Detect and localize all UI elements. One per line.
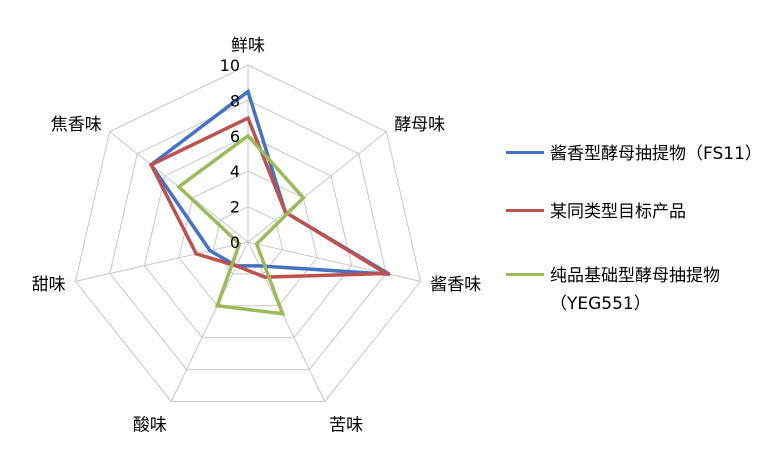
grid-ring-5 bbox=[74, 64, 422, 402]
radial-tick-labels: 0 2 4 6 8 10 bbox=[220, 56, 240, 252]
tick-label-8: 8 bbox=[230, 91, 240, 110]
spoke-3 bbox=[247, 241, 326, 402]
tick-label-4: 4 bbox=[230, 162, 240, 181]
axis-label-0: 鲜味 bbox=[231, 36, 265, 56]
axis-label-5: 甜味 bbox=[32, 275, 66, 295]
legend-label-target: 某同类型目标产品 bbox=[550, 202, 686, 222]
grid-ring-4 bbox=[109, 99, 387, 371]
legend: 酱香型酵母抽提物（FS11） 某同类型目标产品 纯品基础型酵母抽提物（YEG55… bbox=[506, 140, 762, 318]
legend-swatch-fs11 bbox=[506, 151, 544, 154]
series-line-2 bbox=[176, 133, 306, 316]
spoke-4 bbox=[170, 241, 249, 402]
axis-label-1: 酵母味 bbox=[394, 115, 445, 135]
radar-series bbox=[148, 88, 393, 316]
series-line-1 bbox=[148, 115, 393, 279]
spoke-2 bbox=[247, 241, 421, 282]
tick-label-2: 2 bbox=[230, 198, 240, 217]
grid-ring-3 bbox=[143, 135, 353, 339]
axis-label-2: 酱香味 bbox=[430, 275, 481, 295]
legend-label-fs11: 酱香型酵母抽提物（FS11） bbox=[550, 144, 762, 164]
axis-label-6: 焦香味 bbox=[51, 115, 102, 135]
tick-label-6: 6 bbox=[230, 127, 240, 146]
tick-label-0: 0 bbox=[230, 233, 240, 252]
legend-item-target: 某同类型目标产品 bbox=[506, 198, 756, 226]
axis-label-3: 苦味 bbox=[329, 415, 363, 435]
legend-item-yeg551: 纯品基础型酵母抽提物（YEG551） bbox=[506, 262, 756, 318]
legend-item-fs11: 酱香型酵母抽提物（FS11） bbox=[506, 140, 762, 168]
spoke-1 bbox=[247, 131, 387, 243]
legend-swatch-target bbox=[506, 209, 544, 212]
legend-swatch-yeg551 bbox=[506, 273, 544, 276]
grid-ring-2 bbox=[178, 170, 318, 307]
legend-label-yeg551: 纯品基础型酵母抽提物（YEG551） bbox=[550, 266, 720, 314]
tick-label-10: 10 bbox=[220, 56, 240, 75]
radar-grid bbox=[74, 64, 422, 402]
spoke-5 bbox=[75, 241, 249, 282]
axis-label-4: 酸味 bbox=[133, 415, 167, 435]
